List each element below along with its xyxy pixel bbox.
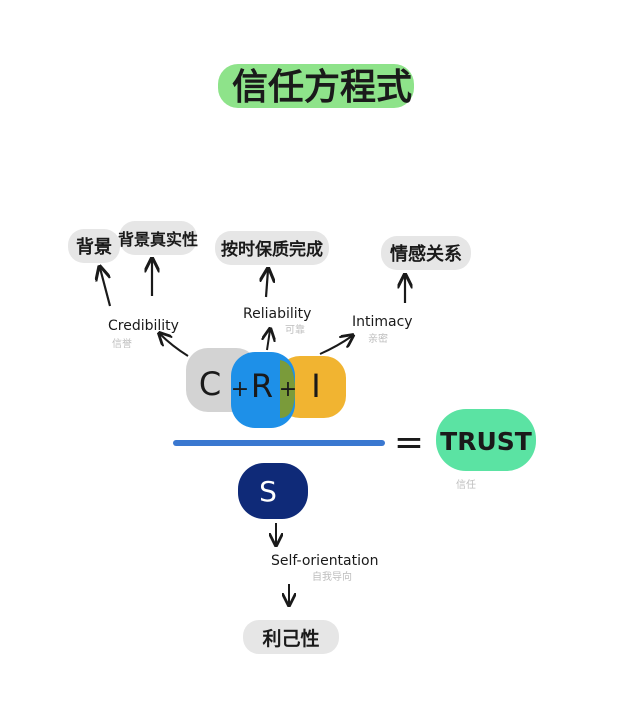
svg-text:情感关系: 情感关系 <box>390 243 462 265</box>
trust-bubble <box>436 409 536 471</box>
equals-sign: = <box>394 422 424 463</box>
r-letter: R <box>251 367 273 405</box>
plus-sign-2: + <box>279 377 297 402</box>
label-pill <box>119 221 197 255</box>
leaf-background: 背景 <box>68 229 120 263</box>
s-letter: S <box>259 475 277 508</box>
svg-text:利己性: 利己性 <box>262 627 319 650</box>
intimacy-label: Intimacy <box>352 314 413 330</box>
self-orientation-caption: 自我导向 <box>312 570 352 583</box>
plus-sign-1: + <box>231 377 249 402</box>
arrow-to-background <box>100 268 112 307</box>
leaf-background-authenticity: 背景真实性 <box>118 221 198 255</box>
numerator-cri: C + R + I <box>186 348 346 428</box>
label-pill <box>68 229 120 263</box>
trust-result: TRUST 信任 <box>436 409 536 491</box>
label-pill <box>215 231 329 265</box>
label-pill <box>381 236 471 270</box>
reliability-caption: 可靠 <box>285 323 305 336</box>
s-bubble <box>238 463 308 519</box>
svg-text:背景真实性: 背景真实性 <box>118 230 198 249</box>
trust-label: TRUST <box>440 427 532 456</box>
credibility-caption: 信誉 <box>112 337 132 350</box>
denominator-s: S <box>238 463 308 519</box>
arrow-to-on-time <box>266 270 268 298</box>
title-group: 信任方程式 <box>218 64 414 108</box>
arrow-c-to-credibility <box>160 334 189 357</box>
credibility-label: Credibility <box>108 318 179 334</box>
i-letter: I <box>311 367 320 405</box>
c-letter: C <box>199 365 221 403</box>
r-bubble <box>231 352 295 428</box>
arrow-i-to-intimacy <box>319 336 352 355</box>
label-pill <box>243 620 339 654</box>
svg-text:按时保质完成: 按时保质完成 <box>221 239 323 260</box>
leaf-on-time-quality: 按时保质完成 <box>215 231 329 265</box>
title-highlight <box>218 64 414 108</box>
leaf-emotional-relationship: 情感关系 <box>381 236 471 270</box>
trust-caption: 信任 <box>456 478 476 491</box>
arrow-r-to-reliability <box>267 330 270 351</box>
self-orientation-label: Self-orientation <box>271 553 378 569</box>
r-i-overlap <box>280 360 295 418</box>
leaf-selfishness: 利己性 <box>243 620 339 654</box>
reliability-label: Reliability <box>243 306 311 322</box>
svg-text:背景: 背景 <box>76 236 112 258</box>
intimacy-caption: 亲密 <box>368 332 388 345</box>
page-title: 信任方程式 <box>232 67 412 108</box>
